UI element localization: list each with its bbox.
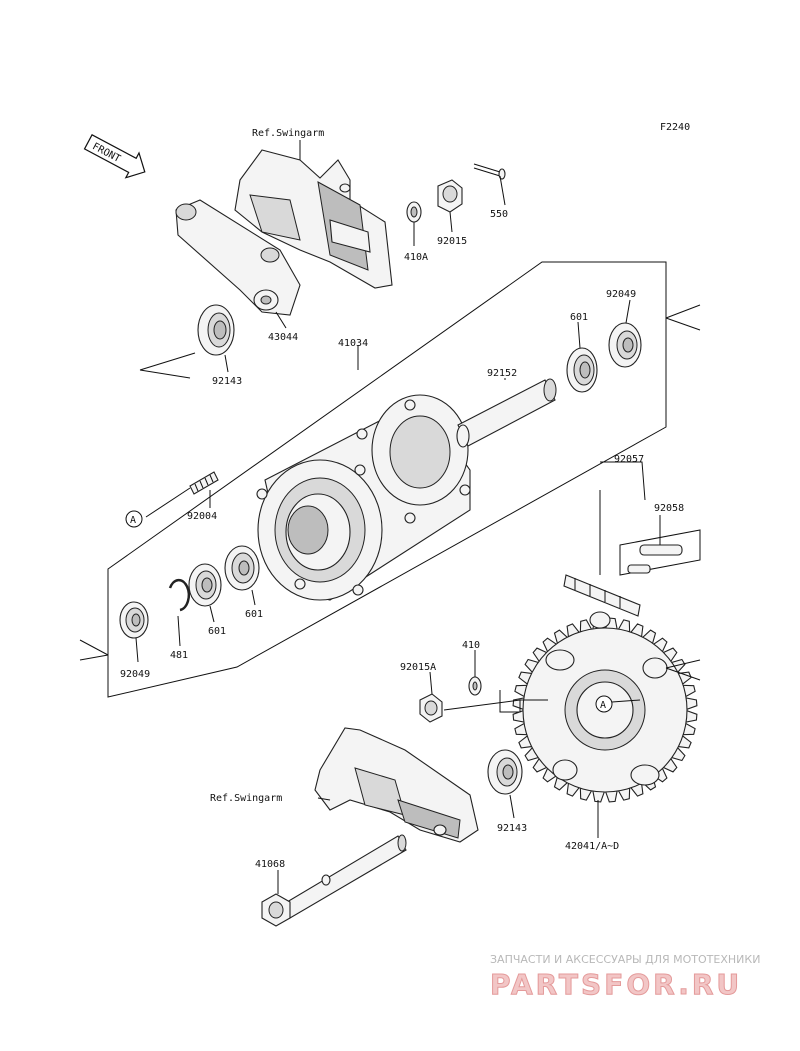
label-41068: 41068 <box>255 859 285 870</box>
hub-assembly-outline <box>79 261 701 698</box>
label-481: 481 <box>170 650 188 661</box>
seal-92049-top <box>608 322 642 368</box>
bearing-601-low <box>188 563 222 607</box>
label-601-low: 601 <box>208 626 226 637</box>
ref-swingarm-top-label: Ref.Swingarm <box>252 128 324 139</box>
label-92152: 92152 <box>487 368 517 379</box>
master-link-92058 <box>619 529 701 576</box>
leader-lines <box>135 140 701 894</box>
chain-adjuster-43044 <box>175 199 301 316</box>
label-42041: 42041/A~D <box>565 841 619 852</box>
nut-92015a <box>419 693 443 723</box>
label-410a: 410A <box>404 252 428 263</box>
washer-410a <box>406 201 422 223</box>
axle-41068 <box>261 834 407 927</box>
label-92143-top: 92143 <box>212 376 242 387</box>
label-43044: 43044 <box>268 332 298 343</box>
label-92004: 92004 <box>187 511 217 522</box>
swingarm-bracket-top <box>234 149 393 289</box>
watermark-tagline: ЗАПЧАСТИ И АКСЕССУАРЫ ДЛЯ МОТОТЕХНИКИ <box>490 953 760 966</box>
watermark-brand: PARTSFOR.RU <box>490 968 742 1001</box>
washer-410 <box>468 676 482 696</box>
label-92015a: 92015A <box>400 662 436 673</box>
nut-92015 <box>437 179 463 213</box>
label-41034: 41034 <box>338 338 368 349</box>
bearing-601-mid <box>224 545 260 591</box>
label-92049-bottom: 92049 <box>120 669 150 680</box>
figure-code: F2240 <box>660 122 690 133</box>
marker-a-right: A <box>595 695 613 713</box>
label-601-top: 601 <box>570 312 588 323</box>
label-92143-bottom: 92143 <box>497 823 527 834</box>
collar-92143-top <box>197 304 235 356</box>
ref-swingarm-bottom-label: Ref.Swingarm <box>210 793 282 804</box>
label-92049-top: 92049 <box>606 289 636 300</box>
seal-92049-bottom <box>119 601 149 639</box>
chain-92057 <box>563 574 641 617</box>
label-601-mid: 601 <box>245 609 263 620</box>
rear-hub-41034 <box>256 394 471 601</box>
svg-text:A: A <box>600 700 606 711</box>
collar-92152 <box>456 378 557 448</box>
bearing-601-top <box>566 347 598 393</box>
swingarm-bracket-bottom <box>314 727 479 843</box>
front-arrow-icon: FRONT <box>83 133 146 179</box>
label-550: 550 <box>490 209 508 220</box>
stud-92004 <box>189 471 219 495</box>
label-410: 410 <box>462 640 480 651</box>
label-92058: 92058 <box>654 503 684 514</box>
label-92015: 92015 <box>437 236 467 247</box>
collar-92143-bottom <box>487 749 523 795</box>
circlip-481 <box>168 578 191 612</box>
marker-a-left: A <box>125 510 143 528</box>
label-92057: 92057 <box>614 454 644 465</box>
svg-text:A: A <box>130 515 136 526</box>
